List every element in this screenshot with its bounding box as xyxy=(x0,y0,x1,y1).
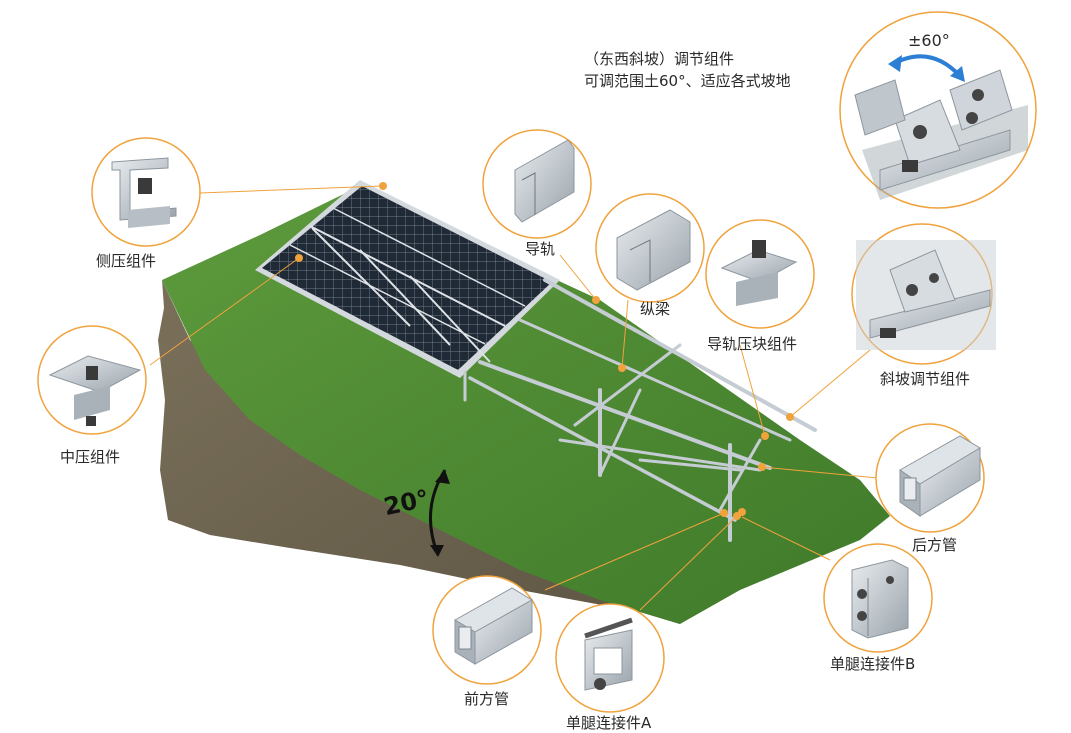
callout-leg-connector-b xyxy=(823,543,933,653)
rail-clamp-icon xyxy=(720,240,798,306)
annotation-line-2: 可调范围土60°、适应各式坡地 xyxy=(584,72,791,90)
label-side-clamp: 侧压组件 xyxy=(96,252,157,270)
label-slope-adjust: 斜坡调节组件 xyxy=(880,370,971,388)
leg-connector-a-icon xyxy=(584,617,633,691)
angle-label: ±60° xyxy=(908,31,950,50)
callout-rear-tube xyxy=(875,423,985,533)
mid-clamp-icon xyxy=(48,355,142,426)
support-structure xyxy=(463,278,817,542)
callout-longitudinal-beam xyxy=(595,193,705,303)
leader-lines xyxy=(149,185,879,611)
panel-cells xyxy=(262,186,552,370)
solar-panel-array xyxy=(255,180,560,378)
label-rear-tube: 后方管 xyxy=(912,536,958,554)
callout-slope-adjust xyxy=(851,223,996,365)
callout-front-tube xyxy=(432,575,542,685)
rail-icon xyxy=(514,139,575,223)
dot-mid-clamp xyxy=(295,254,303,262)
label-longitudinal-beam: 纵梁 xyxy=(640,300,671,318)
dot-front-tube xyxy=(720,509,728,517)
annotation-line-1: （东西斜坡）调节组件 xyxy=(584,50,735,68)
label-leg-connector-b: 单腿连接件B xyxy=(830,655,916,673)
connection-dots xyxy=(295,182,794,520)
rail-tube xyxy=(543,278,817,432)
dot-rear-tube xyxy=(758,463,766,471)
leg-connector-b-icon xyxy=(851,559,909,639)
callout-east-west-adjust: ±60° xyxy=(839,11,1037,209)
callout-rail-clamp xyxy=(705,219,815,329)
callout-rail xyxy=(482,129,592,239)
dot-rail-clamp xyxy=(761,432,769,440)
east-west-adjust-icon xyxy=(854,69,1013,191)
callout-mid-clamp xyxy=(37,325,147,435)
label-front-tube: 前方管 xyxy=(464,690,510,708)
dot-slope-adjust xyxy=(786,413,794,421)
dot-leg-b xyxy=(738,508,746,516)
label-rail-clamp: 导轨压块组件 xyxy=(707,335,798,353)
side-clamp-icon xyxy=(111,157,177,228)
dot-longitudinal-beam xyxy=(618,364,626,372)
front-tube-icon xyxy=(454,587,533,665)
soil-cross-section xyxy=(158,280,680,624)
label-mid-clamp: 中压组件 xyxy=(60,448,121,466)
callout-leg-connector-a xyxy=(555,603,665,713)
dot-rail xyxy=(592,296,600,304)
label-rail: 导轨 xyxy=(525,240,556,258)
rear-tube-icon xyxy=(899,435,981,517)
longitudinal-beam-icon xyxy=(616,209,691,291)
annotation: （东西斜坡）调节组件 可调范围土60°、适应各式坡地 xyxy=(584,48,791,92)
slope-adjust-icon xyxy=(869,249,991,339)
label-leg-connector-a: 单腿连接件A xyxy=(566,714,652,732)
dot-side-clamp xyxy=(379,182,387,190)
callout-side-clamp xyxy=(91,137,201,247)
